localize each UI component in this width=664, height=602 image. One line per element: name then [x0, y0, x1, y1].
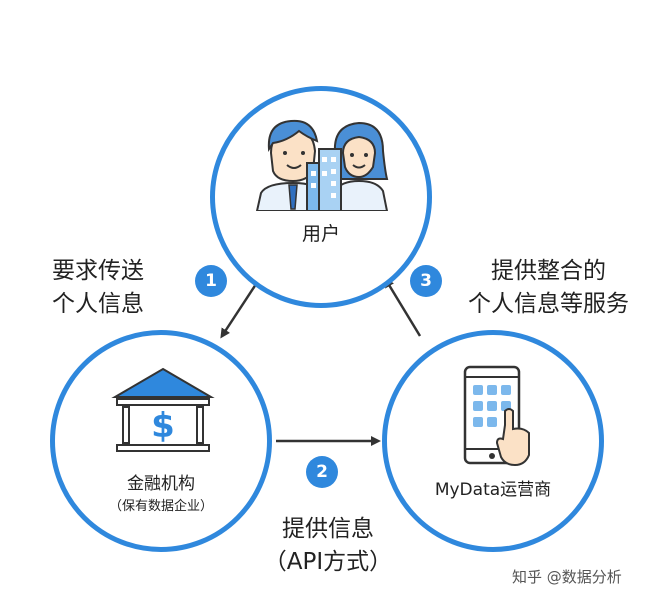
- services-line2: 个人信息等服务: [468, 291, 629, 317]
- provide-api-text: 提供信息 （API方式）: [248, 513, 408, 579]
- provide-api-line1: 提供信息: [282, 516, 374, 542]
- user-label: 用户: [301, 223, 340, 245]
- user-node: 用户: [210, 86, 432, 308]
- services-text: 提供整合的 个人信息等服务: [468, 255, 629, 321]
- operator-node: MyData运营商: [382, 330, 604, 552]
- bank-node: $ 金融机构 （保有数据企业）: [50, 330, 272, 552]
- step-badge-3: 3: [410, 265, 442, 297]
- arrow-user-to-bank: [220, 277, 262, 339]
- operator-label: MyData运营商: [434, 480, 552, 500]
- request-line2: 个人信息: [52, 291, 144, 317]
- users-icon: [255, 119, 389, 211]
- phone-tap-icon: [463, 365, 530, 467]
- request-text: 要求传送 个人信息: [52, 255, 144, 321]
- watermark: 知乎 @数据分析: [512, 568, 622, 586]
- arrow-operator-to-user: [384, 277, 422, 337]
- services-line1: 提供整合的: [491, 258, 606, 284]
- bank-icon: $: [111, 367, 215, 452]
- bank-sublabel: （保有数据企业）: [108, 499, 213, 514]
- request-line1: 要求传送: [52, 258, 144, 284]
- step-badge-2: 2: [306, 456, 338, 488]
- provide-api-line2: （API方式）: [263, 549, 393, 575]
- step-badge-1: 1: [195, 265, 227, 297]
- svg-text:$: $: [151, 406, 175, 446]
- bank-label: 金融机构: [127, 474, 195, 494]
